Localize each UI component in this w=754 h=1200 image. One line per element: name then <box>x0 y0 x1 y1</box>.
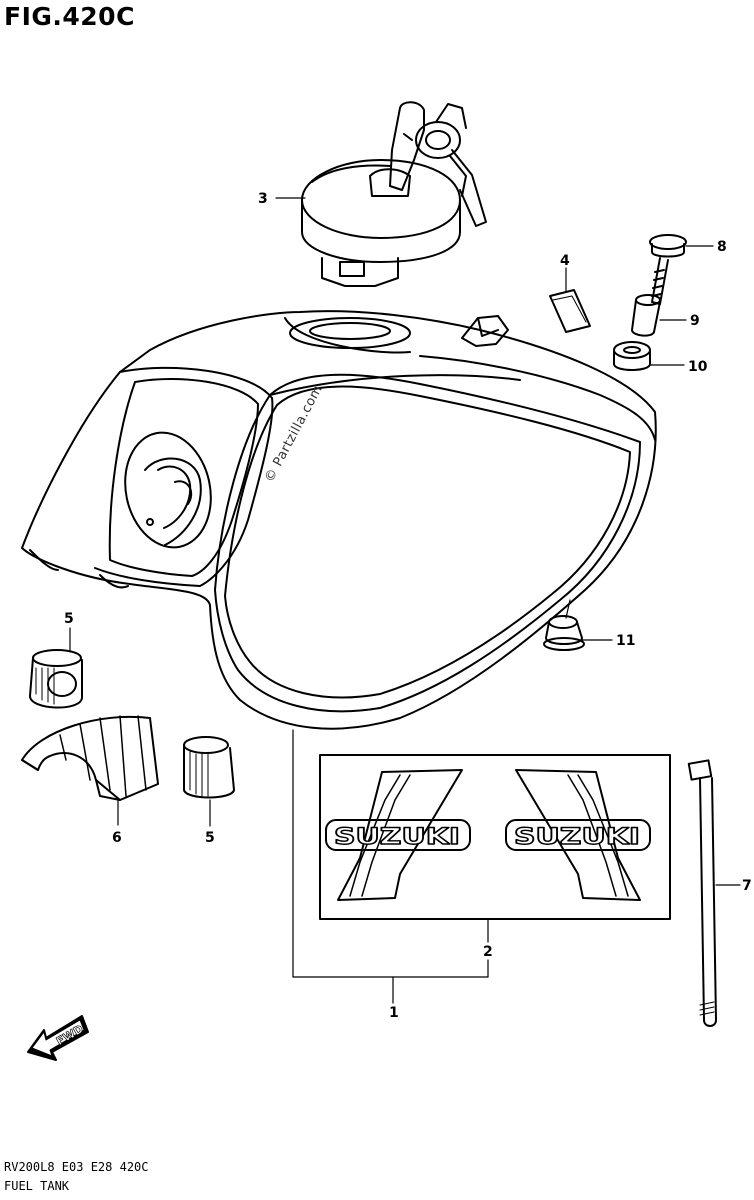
rubber-cushion-part-upper <box>29 649 83 709</box>
fwd-arrow-icon <box>27 1015 89 1061</box>
callout-7: 7 <box>742 878 752 894</box>
callout-6: 6 <box>112 830 122 846</box>
figure-code: RV200L8 E03 E28 420C <box>4 1160 149 1174</box>
callout-9: 9 <box>690 313 700 329</box>
callout-10: 10 <box>688 359 708 375</box>
callout-3: 3 <box>258 191 268 207</box>
cable-tie-part <box>687 759 717 1027</box>
figure-title: FIG.420C <box>4 2 135 31</box>
bolt-part <box>649 234 687 305</box>
tank-cushion-part <box>543 615 585 651</box>
callout-5-upper: 5 <box>64 611 74 627</box>
spacer-part <box>631 294 661 337</box>
figure-name: FUEL TANK <box>4 1179 70 1193</box>
seat-rubber-cushion-part <box>21 715 159 801</box>
callout-11: 11 <box>616 633 635 649</box>
fuel-tank-part <box>21 310 657 730</box>
callout-4: 4 <box>560 253 570 269</box>
ignition-keys <box>389 101 487 227</box>
decal-left-text: SUZUKI <box>334 825 460 850</box>
callout-5-lower: 5 <box>205 830 215 846</box>
callout-8: 8 <box>717 239 727 255</box>
decal-right-text: SUZUKI <box>514 825 640 850</box>
leader-lines <box>69 197 741 1004</box>
callout-2: 2 <box>483 944 493 960</box>
bushing-part <box>613 341 651 371</box>
fuel-cap-assembly <box>301 101 487 287</box>
decal-set-part <box>319 754 671 920</box>
callout-1: 1 <box>389 1005 399 1021</box>
rubber-cushion-part-lower <box>183 736 235 799</box>
